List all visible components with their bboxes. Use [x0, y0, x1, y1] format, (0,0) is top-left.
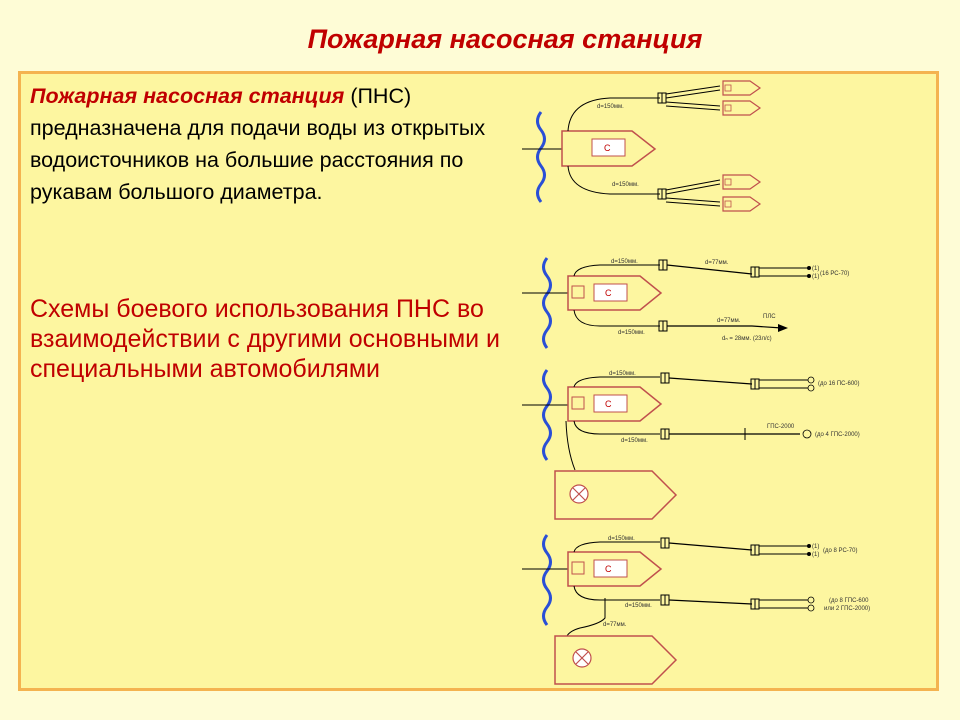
- hose-1-top: [567, 97, 660, 132]
- hose-label-2-top: d=150мм.: [611, 259, 638, 265]
- hose-label-4-aux: d=77мм.: [603, 622, 627, 628]
- hose-label-2-bottom: d=150мм.: [618, 330, 645, 336]
- result-2-top: (16 РС-70): [820, 271, 849, 277]
- water-source-2: [542, 256, 552, 350]
- hose-1-bottom: [567, 165, 660, 195]
- hose-label-1-top: d=150мм.: [597, 104, 624, 110]
- water-source-3: [542, 368, 552, 462]
- hose-label-3-top: d=150мм.: [609, 371, 636, 377]
- vehicle-label-box-1: [591, 138, 626, 157]
- result-2-bottom: dₙ = 28мм. (23л/с): [722, 336, 772, 342]
- content-panel: [18, 71, 939, 691]
- vehicle-label-3: С: [605, 399, 612, 409]
- result-4-bottom-2: или 2 ГПС-2000): [824, 606, 870, 612]
- vehicle-label-2: С: [605, 288, 612, 298]
- nozzle-a-2: (1): [812, 266, 819, 272]
- slide-title: Пожарная насосная станция: [307, 24, 703, 54]
- intro-text: (ПНС) предназначена для подачи воды из о…: [30, 84, 486, 204]
- support-vehicle-4: [554, 635, 678, 685]
- scheme-4: С d=150мм. d=150мм. (1) (1) (до 8 РС-70)…: [522, 533, 870, 685]
- intro-paragraph: Пожарная насосная станция (ПНС) предназн…: [30, 80, 520, 208]
- hose-label-4-top: d=150мм.: [608, 536, 635, 542]
- vehicle-label-4: С: [605, 564, 612, 574]
- nozzle-b-2: (1): [812, 274, 819, 280]
- nozzle-a-4: (1): [812, 544, 819, 550]
- pls-label-2: ПЛС: [763, 314, 776, 320]
- result-3-top: (до 16 ПС-600): [818, 381, 860, 387]
- support-vehicle-3: [554, 470, 678, 520]
- intro-lead: Пожарная насосная станция: [30, 84, 345, 108]
- result-4-top: (до 8 РС-70): [823, 548, 857, 554]
- hose-label-4-bottom: d=150мм.: [625, 603, 652, 609]
- water-source-1: [536, 110, 546, 204]
- hose-label-2-branch-bottom: d=77мм.: [717, 318, 741, 324]
- water-source-4: [542, 533, 552, 627]
- nozzle-b-4: (1): [812, 552, 819, 558]
- scheme-3: С d=150мм. d=150мм. (до 16 ПС-600) ГПС-2…: [522, 368, 860, 520]
- schemes-heading: Схемы боевого использования ПНС во взаим…: [30, 295, 501, 383]
- hose-label-3-bottom: d=150мм.: [621, 438, 648, 444]
- vehicle-label-1: С: [604, 143, 611, 153]
- result-3-bottom: (до 4 ГПС-2000): [815, 432, 860, 438]
- scheme-1: С d=150мм. d=150мм.: [522, 80, 762, 212]
- hose-label-2-branch-top: d=77мм.: [705, 260, 729, 266]
- gps-label-3: ГПС-2000: [767, 424, 795, 430]
- result-4-bottom-1: (до 8 ГПС-600: [829, 598, 869, 604]
- scheme-2: С d=150мм. d=150мм. d=77мм. d=77мм. (1) …: [522, 256, 849, 350]
- hose-label-1-bottom: d=150мм.: [612, 182, 639, 188]
